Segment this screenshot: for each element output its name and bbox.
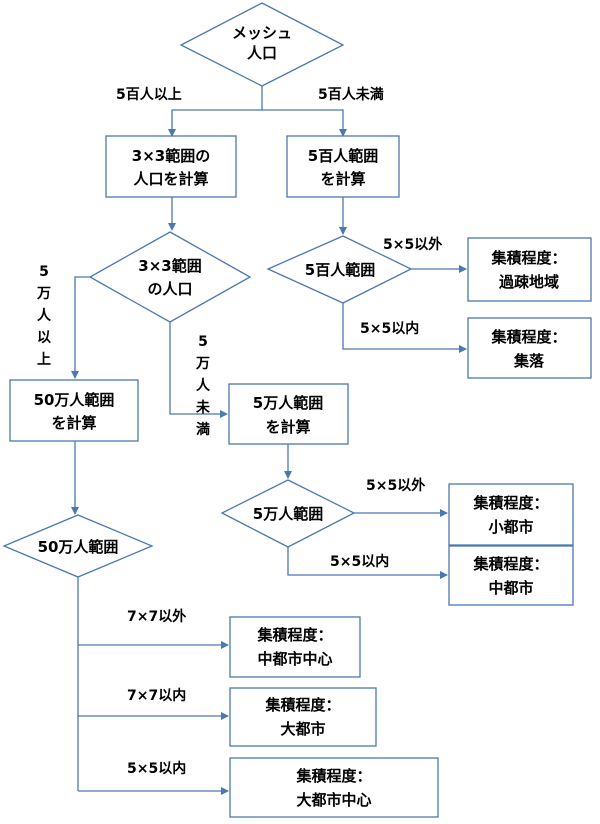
node-result-big-city-line1: 集積程度： — [264, 696, 340, 714]
node-result-big-city-center: 集積程度： 大都市中心 — [229, 757, 439, 818]
node-calc-50k-line1: 5万人範囲 — [253, 394, 323, 412]
node-calc-500: 5百人範囲 を計算 — [286, 135, 400, 198]
label-inside-5x5-c: 5×5以内 — [127, 760, 186, 777]
node-result-mid-city: 集積程度： 中都市 — [448, 545, 574, 606]
node-calc-500k-line2: を計算 — [51, 414, 96, 432]
node-calc-500-line2: を計算 — [320, 170, 365, 188]
node-pop-3x3-line1: 3×3範囲 — [138, 257, 201, 275]
node-calc-3x3-line1: 3×3範囲の — [132, 147, 210, 165]
node-calc-50k: 5万人範囲 を計算 — [228, 383, 349, 445]
edge-range50k-to-mid — [287, 547, 448, 579]
label-over-50k-char: 万 — [36, 286, 51, 302]
label-over-50k-char: 人 — [37, 307, 52, 324]
node-pop-3x3: 3×3範囲 の人口 — [88, 231, 252, 323]
label-under-50k-char: 未 — [196, 399, 211, 416]
label-under-50k-char: 満 — [196, 421, 210, 438]
node-calc-500k: 50万人範囲 を計算 — [9, 379, 139, 442]
node-mesh-population-line1: メッシュ — [232, 24, 292, 42]
label-inside-5x5-a: 5×5以内 — [360, 320, 419, 337]
node-calc-3x3-line2: 人口を計算 — [133, 170, 208, 188]
node-result-small-city-line2: 小都市 — [488, 518, 533, 536]
node-calc-50k-line2: を計算 — [265, 418, 310, 436]
label-outside-5x5-b: 5×5以外 — [366, 477, 425, 494]
label-over-50k-char: 5 — [39, 264, 49, 280]
node-range-500: 5百人範囲 — [266, 235, 413, 304]
node-result-sparse-line1: 集積程度： — [490, 249, 566, 267]
node-calc-3x3: 3×3範囲の 人口を計算 — [105, 135, 237, 198]
node-range-50k: 5万人範囲 — [220, 479, 356, 548]
node-result-big-city: 集積程度： 大都市 — [229, 687, 377, 747]
node-pop-3x3-line2: の人口 — [147, 280, 192, 298]
node-result-mid-city-center-line2: 中都市中心 — [257, 650, 332, 668]
node-range-500k-line1: 50万人範囲 — [38, 538, 119, 556]
edge-range500-to-village — [342, 303, 467, 353]
node-range-500-line1: 5百人範囲 — [305, 261, 375, 279]
connectors — [71, 86, 467, 795]
label-over-500: 5百人以上 — [116, 86, 182, 103]
label-under-50k-char: 人 — [196, 377, 211, 394]
node-result-mid-city-center: 集積程度： 中都市中心 — [229, 616, 361, 678]
node-range-50k-line1: 5万人範囲 — [253, 505, 323, 523]
label-under-50k-char: 万 — [195, 356, 210, 372]
label-over-50k-char: 上 — [37, 352, 51, 368]
node-result-big-city-center-line1: 集積程度： — [295, 767, 371, 785]
label-outside-5x5-a: 5×5以外 — [383, 236, 442, 253]
label-under-50k-char: 5 — [198, 334, 208, 350]
label-inside-5x5-b: 5×5以内 — [330, 553, 389, 570]
node-range-500k: 50万人範囲 — [2, 514, 154, 578]
label-under-500: 5百人未満 — [318, 86, 384, 103]
node-result-village-line1: 集積程度： — [490, 328, 566, 346]
edge-to-calc-500 — [262, 109, 347, 137]
node-result-village-line2: 集落 — [513, 352, 545, 370]
edge-pop-to-calc-500k — [71, 276, 90, 379]
node-calc-500k-line1: 50万人範囲 — [34, 391, 115, 409]
node-result-big-city-line2: 大都市 — [280, 720, 325, 738]
node-mesh-population: メッシュ 人口 — [179, 2, 345, 87]
node-result-village: 集積程度： 集落 — [467, 317, 592, 379]
edge-to-calc-3x3 — [168, 109, 262, 137]
node-result-big-city-center-line2: 大都市中心 — [296, 791, 371, 809]
node-result-mid-city-line1: 集積程度： — [472, 555, 548, 573]
node-result-sparse-line2: 過疎地域 — [498, 273, 559, 291]
node-result-sparse: 集積程度： 過疎地域 — [467, 237, 592, 302]
label-over-50k: 5 万 人 以 上 — [36, 264, 52, 368]
node-result-small-city-line1: 集積程度： — [472, 494, 548, 512]
label-under-50k: 5 万 人 未 満 — [195, 334, 211, 438]
node-result-small-city: 集積程度： 小都市 — [448, 483, 574, 546]
edge-pop-to-calc-50k — [169, 322, 228, 418]
edge-labels: 5百人以上 5百人未満 5×5以外 5×5以内 5 万 人 以 上 5 万 人 … — [36, 86, 442, 777]
node-calc-500-line1: 5百人範囲 — [308, 147, 378, 165]
node-mesh-population-line2: 人口 — [247, 44, 277, 62]
node-result-mid-city-line2: 中都市 — [488, 579, 533, 597]
label-inside-7x7: 7×7以内 — [127, 687, 186, 704]
node-result-mid-city-center-line1: 集積程度： — [256, 626, 332, 644]
label-over-50k-char: 以 — [37, 330, 51, 346]
label-outside-7x7: 7×7以外 — [127, 608, 186, 625]
